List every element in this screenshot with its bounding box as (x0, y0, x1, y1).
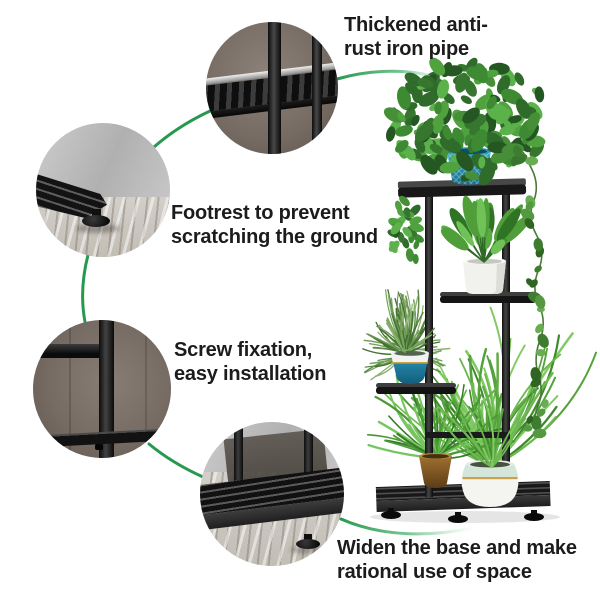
horizontal-pipe-detail (33, 344, 113, 358)
annotation-pipe: Thickened anti-rust iron pipe (344, 14, 488, 60)
post-detail (304, 422, 313, 486)
footrest-detail (82, 215, 110, 227)
stand-frame (370, 178, 560, 523)
footrest-detail (92, 209, 101, 218)
base-foot-detail (304, 534, 312, 542)
screw-detail-photo (33, 320, 171, 458)
connector-bottom-right (339, 517, 474, 536)
hanging-vine (512, 145, 549, 439)
stand-feet (381, 508, 544, 523)
fern-foliage-front (382, 319, 436, 353)
screw-detail (95, 444, 103, 450)
areca-foliage-front (435, 397, 527, 469)
vertical-pipe-detail (99, 320, 114, 458)
tier2-plant (440, 195, 532, 263)
base-foot-detail (296, 539, 320, 549)
iron-pipe-detail (268, 22, 281, 154)
trailing-leaves (387, 195, 424, 265)
footrest-detail-photo (36, 123, 170, 257)
top-plant (383, 57, 546, 186)
teal-pot (391, 349, 429, 384)
iron-pipe-detail (312, 22, 322, 154)
brown-pot (419, 453, 452, 488)
tier2-shelf (440, 292, 536, 303)
pipe-detail-photo (206, 22, 338, 154)
tier3-shelf (376, 383, 456, 394)
post-detail (234, 422, 243, 492)
annotation-base: Widen the base and make rational use of … (337, 537, 577, 583)
connector-footrest-to-screw (81, 253, 90, 324)
annotation-screw: Screw fixation, easy installation (174, 339, 327, 385)
annotation-footrest: Footrest to prevent scratching the groun… (171, 202, 378, 248)
white-pot (463, 257, 506, 294)
white-blue-pot (461, 460, 519, 507)
base-detail-photo (200, 422, 344, 566)
